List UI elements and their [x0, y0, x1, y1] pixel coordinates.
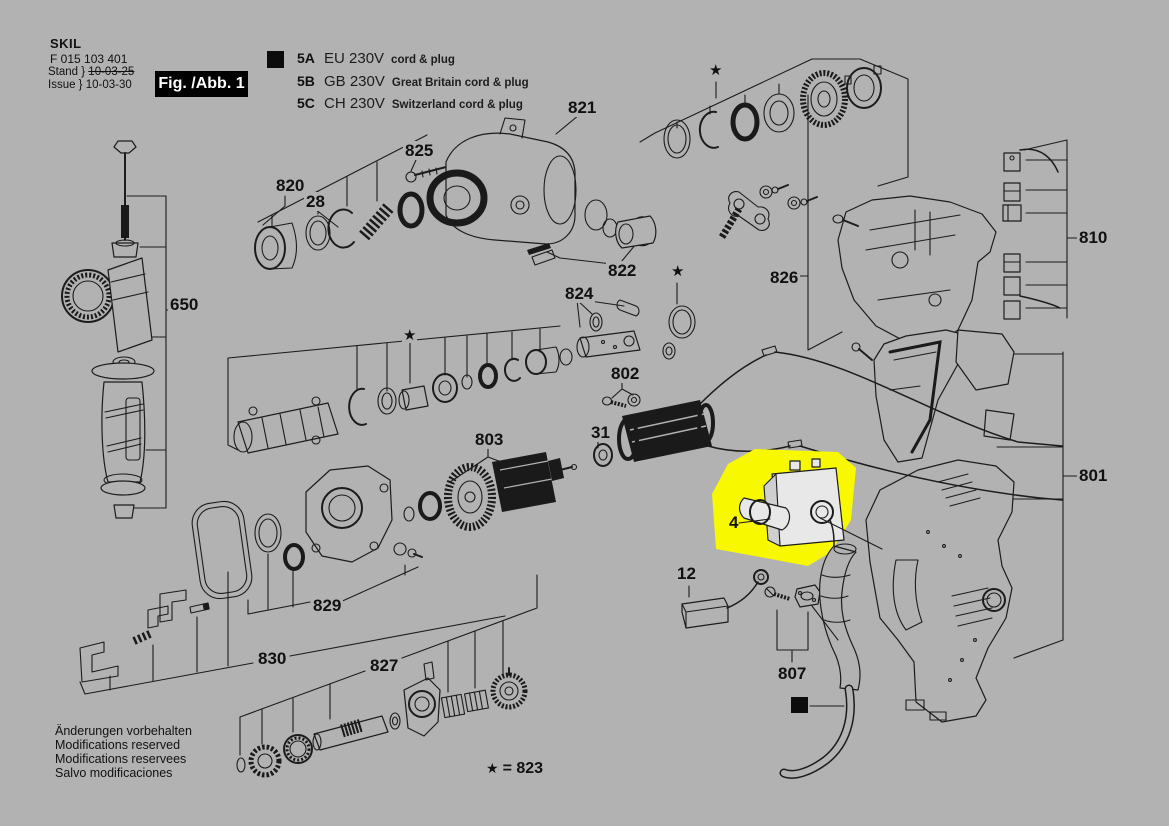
legend-row-5a: 5A EU 230V cord & plug: [297, 50, 455, 67]
handle-housing-801: [865, 329, 1015, 723]
star-marker-icon: ★: [708, 62, 724, 79]
callout-821[interactable]: 821: [566, 98, 599, 117]
legend-note: Switzerland cord & plug: [391, 99, 523, 111]
notice-line-en: Modifications reserved: [55, 738, 181, 752]
legend-row-5c: 5C CH 230V Switzerland cord & plug: [297, 95, 523, 112]
callout-827[interactable]: 827: [368, 656, 401, 675]
stand-date: 10-03-25: [88, 66, 135, 78]
gear-housing-821: [426, 117, 818, 266]
cord-clamp-807: [764, 584, 821, 608]
issue-dates: Stand } 10-03-25 Issue } 10-03-30: [48, 66, 134, 92]
black-square-cord-marker: [267, 51, 284, 68]
issue-label: Issue }: [48, 79, 83, 91]
striker-chain: [233, 346, 573, 454]
legend-key: 5B: [297, 73, 315, 89]
callout-829[interactable]: 829: [311, 596, 344, 615]
brush-parts-810: [1002, 148, 1061, 320]
modifications-notice: Änderungen vorbehalten Modifications res…: [55, 724, 192, 780]
legend-voltage: EU 230V: [324, 50, 385, 67]
legend-key: 5C: [297, 95, 315, 111]
callout-826[interactable]: 826: [768, 268, 801, 287]
callout-830[interactable]: 830: [256, 649, 289, 668]
callout-803[interactable]: 803: [473, 430, 506, 449]
gear-chain-827: [236, 661, 528, 778]
callout-31[interactable]: 31: [589, 423, 612, 442]
notice-line-es: Salvo modificaciones: [55, 766, 173, 780]
callout-810[interactable]: 810: [1077, 228, 1110, 247]
ring-gear-chain-823: [663, 65, 882, 159]
model-part-number: F 015 103 401: [50, 52, 128, 66]
callout-825[interactable]: 825: [403, 141, 436, 160]
callout-28[interactable]: 28: [304, 192, 327, 211]
leader-lines: [79, 58, 1078, 756]
intermediate-parts-824: [576, 299, 696, 408]
chuck-parts-820: [254, 166, 447, 270]
legend-note: Great Britain cord & plug: [391, 77, 529, 89]
callout-650[interactable]: 650: [168, 295, 201, 314]
callout-801[interactable]: 801: [1077, 466, 1110, 485]
issue-date: 10-03-30: [85, 79, 132, 91]
star-icon: ★: [486, 760, 499, 776]
power-cord: [779, 519, 861, 779]
star-marker-icon: ★: [670, 263, 686, 280]
notice-line-de: Änderungen vorbehalten: [55, 724, 192, 738]
star-note-text: = 823: [502, 760, 544, 777]
switch-4-highlight[interactable]: [712, 449, 883, 566]
callout-807[interactable]: 807: [776, 664, 809, 683]
legend-voltage: CH 230V: [324, 95, 385, 112]
callout-824[interactable]: 824: [563, 284, 596, 303]
suppressor-12: [681, 569, 769, 629]
callout-820[interactable]: 820: [274, 176, 307, 195]
brand-logo: SKIL: [50, 36, 82, 51]
callout-12[interactable]: 12: [675, 564, 698, 583]
stand-label: Stand }: [48, 66, 86, 78]
stator-31: [593, 345, 1063, 501]
legend-voltage: GB 230V: [324, 73, 385, 90]
legend-row-5b: 5B GB 230V Great Britain cord & plug: [297, 73, 529, 90]
bearing-flange-829: [191, 465, 423, 600]
aux-handle-650: [61, 140, 155, 519]
legend-key: 5A: [297, 50, 315, 66]
figure-badge: Fig. /Abb. 1: [155, 71, 248, 97]
callout-822[interactable]: 822: [606, 261, 639, 280]
black-square-cord-callout[interactable]: [791, 697, 808, 713]
legend-note: cord & plug: [391, 54, 455, 66]
callout-802[interactable]: 802: [609, 364, 642, 383]
bracket-parts-830: [79, 589, 210, 683]
star-marker-icon: ★: [402, 327, 418, 344]
callout-4-selected[interactable]: 4: [729, 513, 739, 532]
motor-housing-826: [832, 195, 997, 361]
armature-803: [403, 452, 578, 531]
notice-line-fr: Modifications reservees: [55, 752, 187, 766]
star-equals-note: ★= 823: [486, 760, 543, 778]
